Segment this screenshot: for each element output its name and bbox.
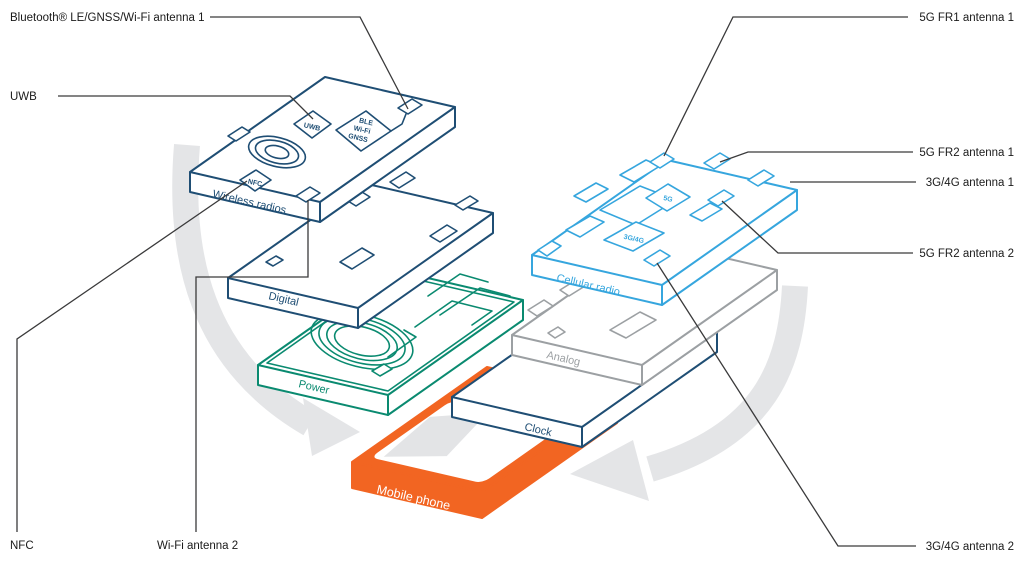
board-wireless-radios: UWB BLE Wi-Fi GNSS NFC Wireless radios bbox=[189, 76, 456, 223]
component-pad bbox=[339, 247, 375, 270]
callout-line-fr1-antenna1 bbox=[663, 16, 908, 157]
chip-5g bbox=[645, 183, 691, 212]
callout-label-nfc: NFC bbox=[10, 540, 34, 552]
callout-label-bt-antenna1: Bluetooth® LE/GNSS/Wi-Fi antenna 1 bbox=[10, 12, 204, 24]
power-edges bbox=[257, 299, 524, 416]
coil-terminal bbox=[371, 363, 393, 377]
antenna-trace bbox=[390, 113, 407, 132]
chip-nfc bbox=[239, 169, 272, 192]
antenna-pad-5g-fr2-1 bbox=[703, 152, 731, 170]
board-analog: Analog bbox=[511, 239, 778, 386]
cycle-arrow-left bbox=[172, 143, 360, 456]
callout-label-fr1-antenna1: 5G FR1 antenna 1 bbox=[919, 12, 1014, 24]
chip-3g4g bbox=[603, 221, 665, 252]
cellular-edges bbox=[531, 189, 798, 306]
chip-nfc-label: NFC bbox=[247, 178, 263, 188]
callout-line-nfc bbox=[16, 180, 248, 532]
callout-label-uwb: UWB bbox=[10, 91, 37, 103]
antenna-pad-bt-wifi-1 bbox=[397, 98, 423, 115]
callout-line-fr2-antenna1 bbox=[719, 151, 913, 163]
callout-label-fr2-antenna1: 5G FR2 antenna 1 bbox=[919, 147, 1014, 159]
nfc-coil bbox=[247, 135, 307, 169]
cycle-arrow-left-head bbox=[303, 398, 360, 456]
chip-ble-line3: GNSS bbox=[347, 133, 368, 144]
component-pad bbox=[265, 255, 284, 267]
chip-5g-label: 5G bbox=[663, 195, 674, 204]
chip-ble-line2: Wi-Fi bbox=[353, 125, 371, 136]
antenna-pad-3g4g-2 bbox=[643, 249, 671, 267]
chip-3g4g-label: 3G/4G bbox=[623, 234, 645, 246]
rf-trace-block bbox=[689, 202, 723, 222]
callout-line-wifi-antenna2 bbox=[195, 200, 309, 532]
antenna-pad-5g-fr1-1 bbox=[649, 152, 675, 169]
power-trace bbox=[414, 300, 493, 328]
cycle-arrow-right-head bbox=[570, 440, 649, 501]
coil-lead bbox=[387, 329, 417, 358]
callout-label-wifi-antenna2: Wi-Fi antenna 2 bbox=[157, 540, 238, 552]
board-digital: Digital bbox=[227, 171, 494, 329]
callout-line-3g4g-antenna2 bbox=[656, 262, 916, 547]
component-pad bbox=[454, 195, 479, 211]
component-pad bbox=[429, 224, 458, 243]
cycle-arrow-right-body bbox=[646, 285, 808, 482]
component-pad bbox=[609, 311, 657, 339]
chip-ble-line1: BLE bbox=[358, 118, 374, 128]
antenna-pad-left bbox=[227, 126, 251, 142]
digital-edges bbox=[227, 212, 494, 329]
power-trace bbox=[427, 273, 489, 297]
chip-uwb-label: UWB bbox=[303, 122, 321, 133]
antenna-pad-wifi-2 bbox=[295, 186, 321, 203]
cycle-arrow-right bbox=[570, 285, 808, 501]
callout-label-fr2-antenna2: 5G FR2 antenna 2 bbox=[919, 248, 1014, 260]
screen-reflection bbox=[383, 412, 488, 457]
rf-trace-block bbox=[573, 182, 609, 203]
antenna-pad-3g4g-1 bbox=[747, 169, 775, 187]
component-pad bbox=[527, 299, 554, 317]
callout-label-3g4g-antenna1: 3G/4G antenna 1 bbox=[926, 177, 1014, 189]
callout-label-3g4g-antenna2: 3G/4G antenna 2 bbox=[926, 541, 1014, 553]
callout-line-bt-antenna1 bbox=[210, 16, 409, 110]
power-trace bbox=[439, 287, 511, 316]
wireless-edges bbox=[189, 106, 456, 223]
component-pad bbox=[547, 326, 566, 339]
antenna-pad-corner bbox=[537, 240, 562, 257]
rf-trace-block bbox=[565, 215, 605, 238]
chip-uwb bbox=[293, 110, 332, 139]
callout-line-fr2-antenna2 bbox=[721, 200, 913, 254]
callout-line-uwb bbox=[58, 95, 314, 120]
analog-edges bbox=[511, 269, 778, 386]
component-pad bbox=[389, 171, 416, 189]
board-cellular-radio: 5G 3G/4G Cellular radio bbox=[531, 152, 798, 306]
cycle-arrow-left-body bbox=[172, 143, 317, 436]
antenna-pad-5g-fr2-2 bbox=[707, 189, 735, 207]
